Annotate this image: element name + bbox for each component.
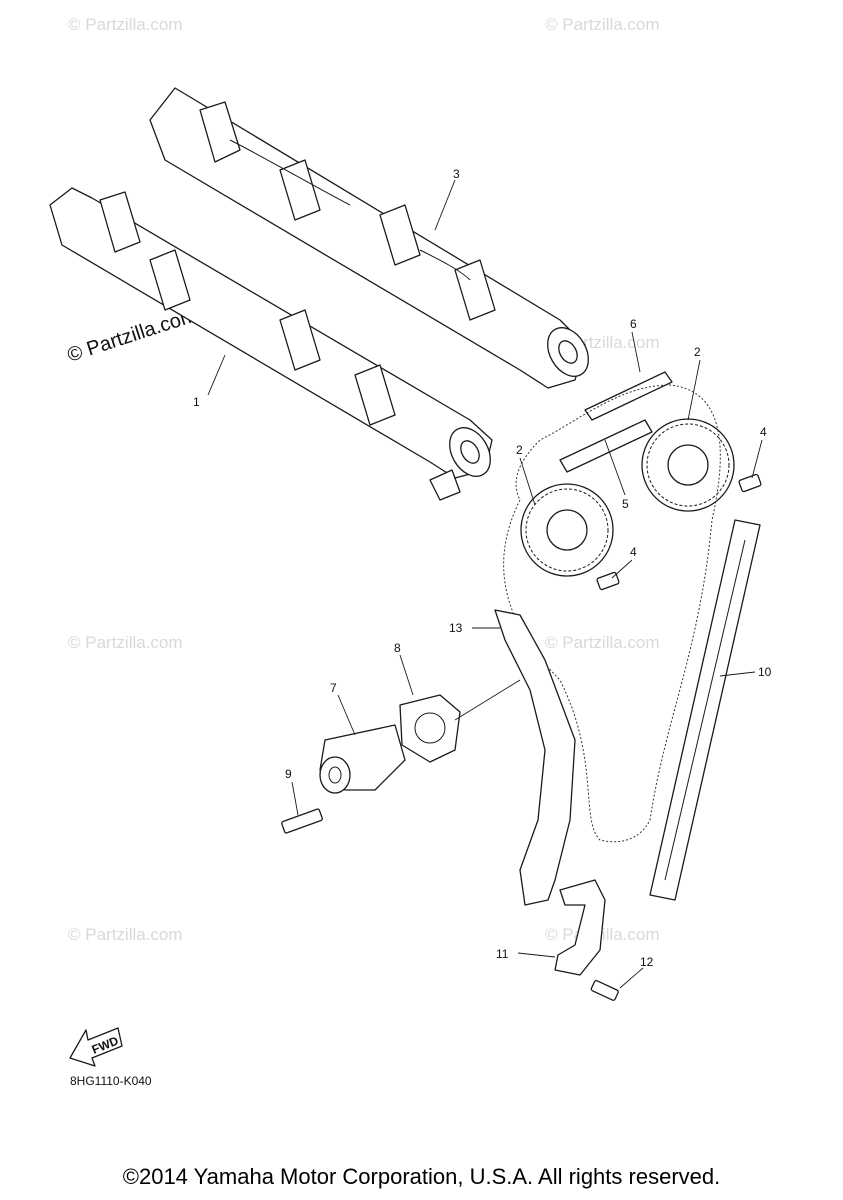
callouts: 1 2 2 3 4 4 5 6 7 8 9 10 11 12 13	[193, 167, 772, 969]
cam-sprocket-intake	[520, 483, 614, 577]
fwd-arrow-icon: FWD	[69, 1027, 123, 1067]
callout-3: 3	[453, 167, 460, 181]
camshaft-exhaust	[149, 87, 589, 389]
callout-6: 6	[630, 317, 637, 331]
tensioner-gasket	[399, 694, 461, 763]
watermark: © Partzilla.com	[545, 15, 660, 34]
chain-guide-exhaust	[649, 519, 761, 901]
callout-13: 13	[449, 621, 463, 635]
watermark: © Partzilla.com	[545, 925, 660, 944]
chain-guide-top	[559, 371, 673, 473]
leader-lines	[207, 179, 763, 989]
callout-7: 7	[330, 681, 337, 695]
watermark: © Partzilla.com	[545, 633, 660, 652]
camshaft-intake	[49, 187, 493, 501]
timing-chain	[503, 384, 721, 843]
callout-2b: 2	[516, 443, 523, 457]
callout-1: 1	[193, 395, 200, 409]
callout-10: 10	[758, 665, 772, 679]
watermark: © Partzilla.com	[68, 633, 183, 652]
callout-12: 12	[640, 955, 654, 969]
chain-tensioner-guide	[494, 609, 576, 906]
callout-5: 5	[622, 497, 629, 511]
callout-11: 11	[496, 947, 509, 961]
callout-2: 2	[694, 345, 701, 359]
cam-chain-tensioner	[319, 724, 406, 794]
tensioner-bracket	[554, 879, 606, 976]
diagram-code: 8HG1110-K040	[70, 1074, 152, 1088]
watermark: © Partzilla.com	[68, 925, 183, 944]
tensioner-bolt	[281, 808, 323, 834]
callout-8: 8	[394, 641, 401, 655]
watermark: © Partzilla.com	[68, 15, 183, 34]
bracket-bolt	[590, 979, 619, 1001]
callout-4: 4	[760, 425, 767, 439]
cam-sprocket-exhaust	[641, 418, 735, 512]
callout-4b: 4	[630, 545, 637, 559]
callout-9: 9	[285, 767, 292, 781]
copyright-notice: ©2014 Yamaha Motor Corporation, U.S.A. A…	[122, 1164, 721, 1189]
